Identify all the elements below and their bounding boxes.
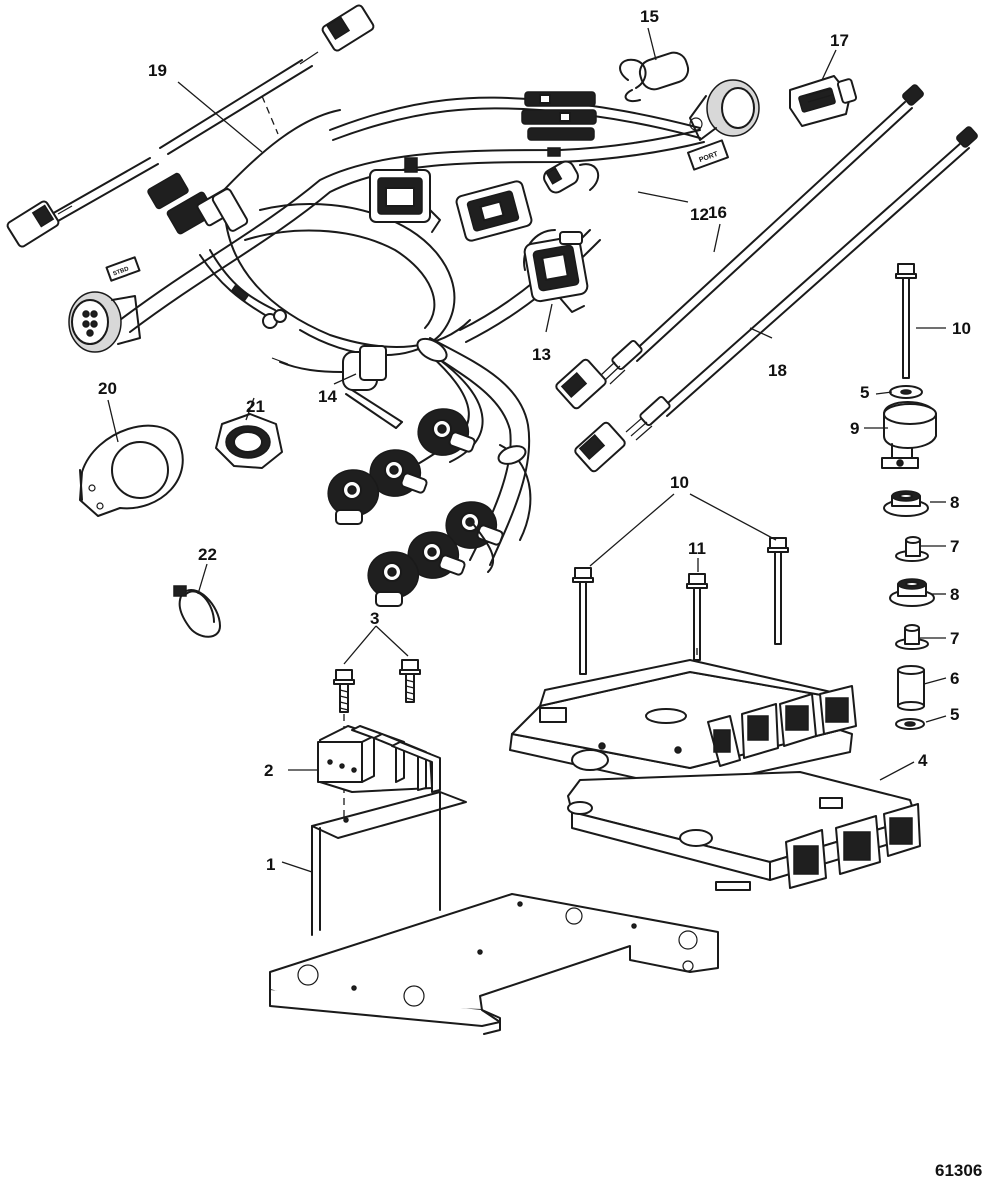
callout-9: 9 (850, 419, 859, 438)
ring-terminal-leads (199, 249, 287, 329)
hardware-stack (881, 385, 937, 730)
connector-17 (789, 75, 858, 127)
harness-left-clips (147, 172, 249, 235)
bracket-20 (79, 424, 184, 517)
cable-tie-22 (173, 585, 221, 638)
callout-12: 12 (690, 205, 709, 224)
callout-7-upper: 7 (950, 537, 959, 556)
nut-21 (215, 413, 283, 469)
callout-4: 4 (918, 751, 928, 770)
callout-2: 2 (264, 761, 273, 780)
callout-19: 19 (148, 61, 167, 80)
callout-3: 3 (370, 609, 379, 628)
mounting-plate-1 (269, 791, 719, 1035)
harness-small-connector (543, 147, 600, 194)
callout-18: 18 (768, 361, 787, 380)
control-module-4 (509, 659, 921, 891)
engine-harness-12: PORT STBD (68, 79, 760, 566)
callout-15: 15 (640, 7, 659, 26)
callout-1: 1 (266, 855, 275, 874)
callout-21: 21 (246, 397, 265, 416)
callout-5-lower: 5 (950, 705, 959, 724)
bolts-10-11 (572, 263, 917, 690)
callout-20: 20 (98, 379, 117, 398)
callout-13: 13 (532, 345, 551, 364)
extension-cable-19 (6, 4, 375, 248)
relay-block-2 (317, 725, 441, 793)
callout-17: 17 (830, 31, 849, 50)
callout-16: 16 (708, 203, 727, 222)
harness-round-connector-right (689, 79, 760, 141)
callout-5-upper: 5 (860, 383, 869, 402)
harness-tag: PORT STBD (105, 139, 729, 282)
callout-10-lower: 10 (670, 473, 689, 492)
callout-8-lower: 8 (950, 585, 959, 604)
cable-18 (574, 126, 978, 473)
harness-sensor-connector-b (455, 180, 533, 242)
sensor-14 (271, 345, 403, 429)
callout-11: 11 (688, 539, 706, 558)
callout-6: 6 (950, 669, 959, 688)
callout-8-upper: 8 (950, 493, 959, 512)
screws-3 (333, 659, 421, 820)
leader-lines (107, 27, 947, 873)
ignition-coils (327, 408, 504, 607)
callout-22: 22 (198, 545, 217, 564)
callout-14: 14 (318, 387, 337, 406)
sensor-13 (523, 229, 589, 313)
callouts: 19 15 17 12 16 13 14 20 21 22 3 2 1 10 1… (98, 7, 982, 1180)
callout-7-lower: 7 (950, 629, 959, 648)
harness-sensor-connector-a (369, 157, 441, 233)
harness-inline-connectors (521, 91, 597, 141)
harness-round-connector-left (68, 291, 141, 353)
figure-number: 61306 (935, 1161, 982, 1180)
harness-tag-stbd: STBD (112, 266, 130, 277)
cable-16 (555, 84, 924, 410)
sensor-plug-15 (619, 51, 690, 102)
callout-10-upper: 10 (952, 319, 971, 338)
